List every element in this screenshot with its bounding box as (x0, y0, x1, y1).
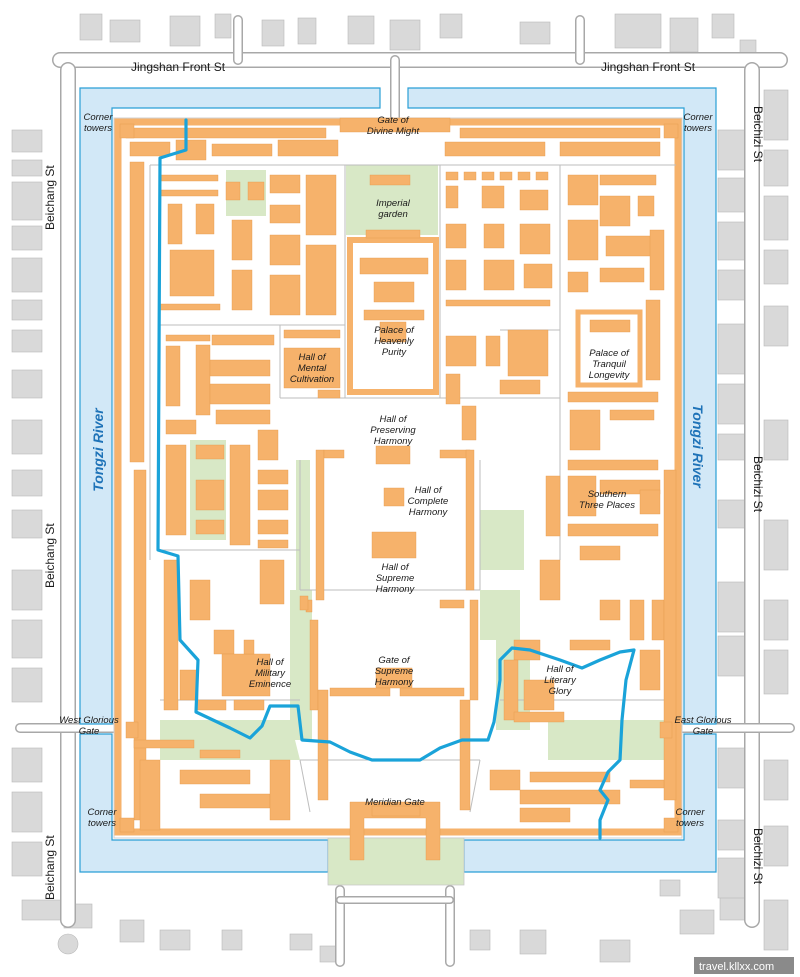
moat (79, 87, 717, 873)
palace-buildings (119, 117, 679, 861)
label-meridian-gate: Meridian Gate (365, 797, 425, 808)
inner-waterway (156, 118, 636, 840)
street-label-beichizi-lower: Beichizi St (751, 828, 765, 885)
street-label-jingshan-front-east: Jingshan Front St (601, 60, 696, 74)
street-label-beichizi-middle: Beichizi St (751, 456, 765, 513)
street-label-beichang-middle: Beichang St (43, 523, 57, 588)
street-label-beichang-lower: Beichang St (43, 835, 57, 900)
street-label-beichang-upper: Beichang St (43, 165, 57, 230)
watermark-background (694, 957, 794, 974)
watermark-text: travel.kllxx.com (699, 961, 774, 973)
meridian-gate-forecourt (327, 837, 465, 886)
street-label-beichizi-upper: Beichizi St (751, 106, 765, 163)
river-label-east: Tongzi River (690, 404, 706, 489)
river-label-west: Tongzi River (90, 407, 106, 492)
street-label-jingshan-front-west: Jingshan Front St (131, 60, 226, 74)
inner-walls (149, 164, 676, 813)
